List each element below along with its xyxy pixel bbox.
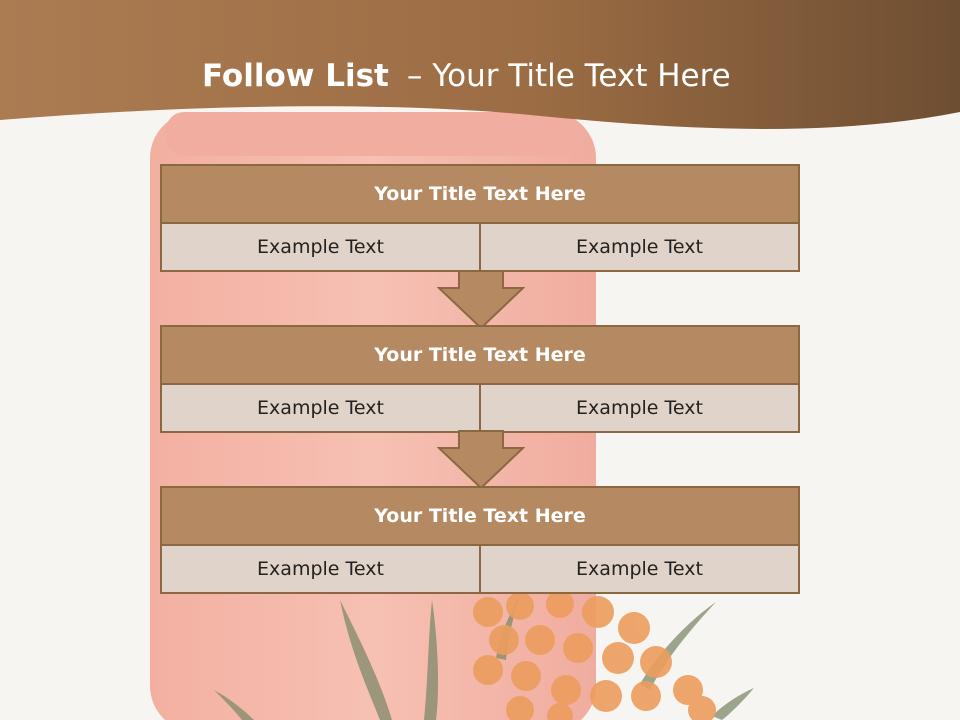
list-block-1: Your Title Text Here Example Text Exampl…: [160, 164, 800, 272]
header-band: [0, 0, 960, 129]
slide-title-separator: –: [406, 58, 423, 94]
block-cell-right: Example Text: [479, 224, 798, 270]
block-row: Example Text Example Text: [162, 546, 798, 592]
slide-title-rest: Your Title Text Here: [432, 58, 731, 94]
list-block-2: Your Title Text Here Example Text Exampl…: [160, 325, 800, 433]
list-block-3: Your Title Text Here Example Text Exampl…: [160, 486, 800, 594]
slide-title-bold: Follow List: [202, 58, 389, 94]
berries-illustration: [473, 590, 716, 720]
block-title: Your Title Text Here: [162, 327, 798, 385]
block-row: Example Text Example Text: [162, 224, 798, 270]
block-title: Your Title Text Here: [162, 488, 798, 546]
down-arrow-icon: [437, 270, 525, 330]
block-cell-right: Example Text: [479, 385, 798, 431]
block-row: Example Text Example Text: [162, 385, 798, 431]
block-cell-left: Example Text: [162, 546, 479, 592]
block-cell-right: Example Text: [479, 546, 798, 592]
block-cell-left: Example Text: [162, 224, 479, 270]
block-title: Your Title Text Here: [162, 166, 798, 224]
slide-title: Follow List–Your Title Text Here: [202, 54, 731, 98]
down-arrow-icon: [437, 430, 525, 490]
block-cell-left: Example Text: [162, 385, 479, 431]
